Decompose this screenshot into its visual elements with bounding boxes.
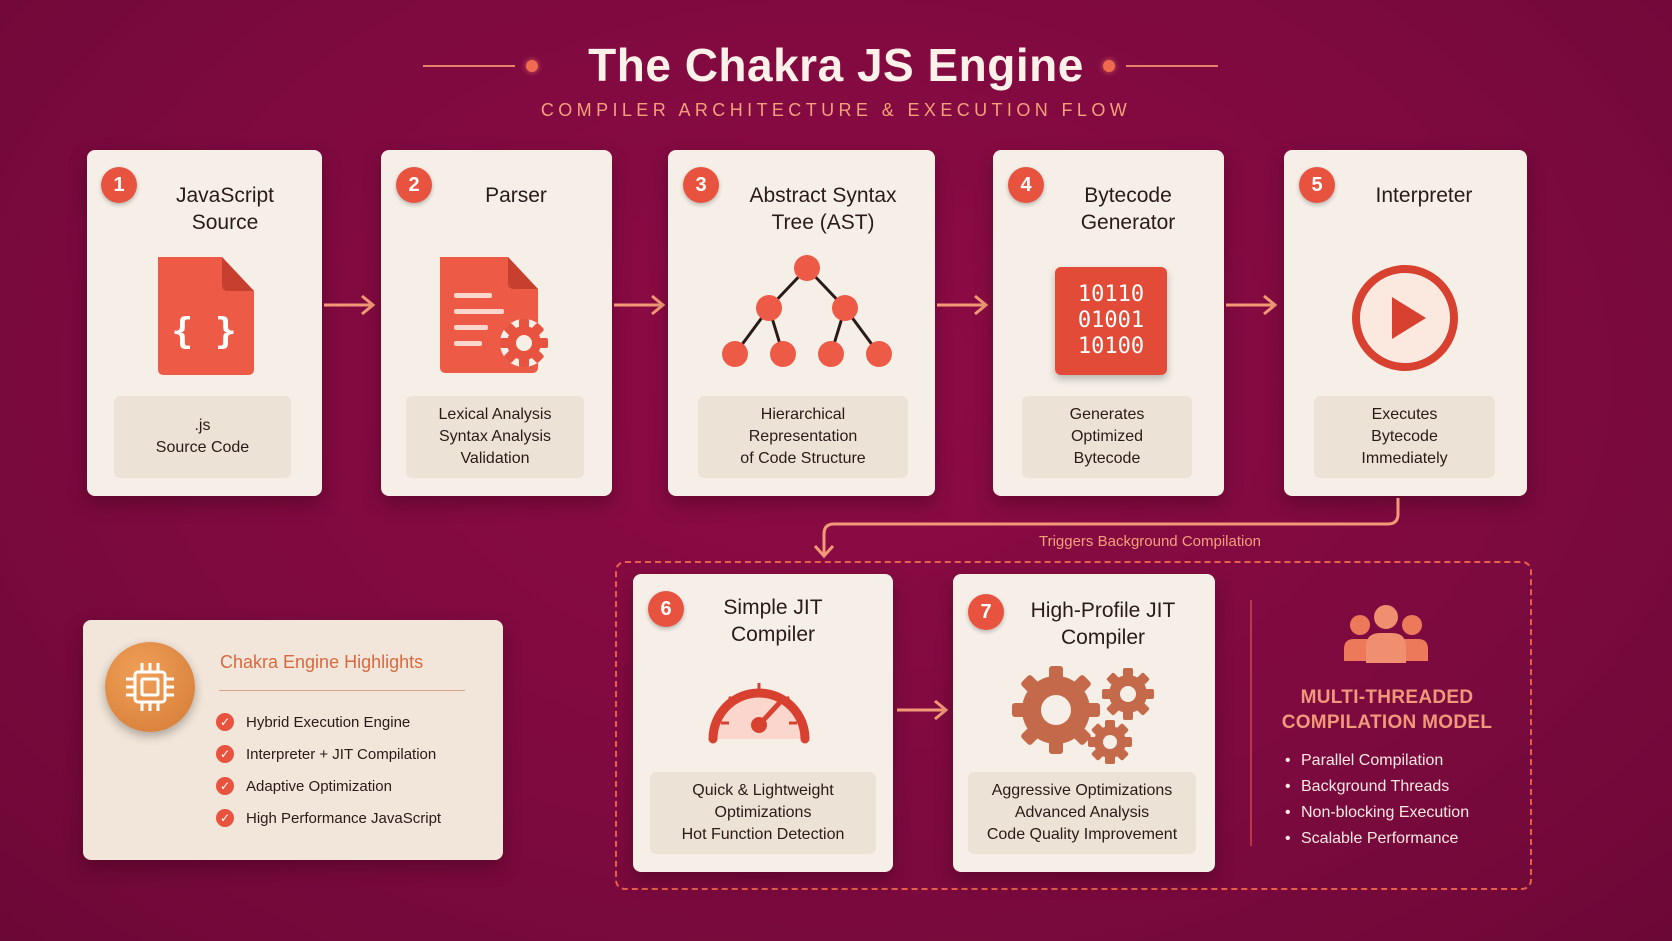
gears-icon — [1008, 662, 1158, 766]
binary-line: 10110 — [1077, 282, 1145, 307]
stage-title: Interpreter — [1375, 184, 1473, 207]
stage-title: Bytecode Generator — [1080, 184, 1176, 234]
page-subtitle: COMPILER ARCHITECTURE & EXECUTION FLOW — [540, 100, 1132, 120]
flow-arrow-4-5 — [1226, 294, 1278, 316]
title-deco-dot-right — [1103, 60, 1115, 72]
flow-arrow-1-2 — [324, 294, 376, 316]
stage-description: Hierarchical Representation of Code Stru… — [698, 396, 908, 478]
multithread-item: Background Threads — [1283, 774, 1513, 800]
highlights-panel: Chakra Engine Highlights ✓ Hybrid Execut… — [83, 620, 503, 860]
check-icon: ✓ — [216, 713, 234, 731]
trigger-connector-arrow — [813, 498, 1400, 559]
highlight-label: Adaptive Optimization — [246, 777, 392, 795]
page-title: The Chakra JS Engine — [588, 39, 1084, 91]
trigger-label: Triggers Background Compilation — [1038, 533, 1262, 550]
stage-card-bytecode-generator[interactable]: 4 Bytecode Generator 10110 01001 10100 G… — [993, 150, 1224, 496]
stage-card-simple-jit[interactable]: 6 Simple JIT Compiler Quick & Lightweigh… — [633, 574, 893, 872]
play-icon — [1349, 262, 1461, 374]
speedometer-icon — [701, 660, 817, 752]
stage-description: Executes Bytecode Immediately — [1314, 396, 1495, 478]
binary-line: 01001 — [1077, 308, 1145, 333]
highlight-item: ✓ Adaptive Optimization — [216, 770, 476, 802]
step-number-badge: 7 — [968, 594, 1004, 630]
highlights-title: Chakra Engine Highlights — [220, 652, 424, 672]
stage-title: Abstract Syntax Tree (AST) — [749, 184, 897, 234]
highlights-divider — [219, 690, 465, 691]
step-number-badge: 5 — [1299, 167, 1335, 203]
stage-title: Parser — [485, 184, 547, 207]
multithread-item: Scalable Performance — [1283, 826, 1513, 852]
svg-text:{ }: { } — [171, 311, 236, 352]
step-number-badge: 3 — [683, 167, 719, 203]
title-deco-line-right — [1126, 65, 1218, 67]
stage-card-javascript-source[interactable]: 1 JavaScript Source { } .js Source Code — [87, 150, 322, 496]
highlights-list: ✓ Hybrid Execution Engine ✓ Interpreter … — [216, 706, 476, 834]
js-file-icon: { } — [142, 250, 267, 380]
step-number-badge: 2 — [396, 167, 432, 203]
highlight-item: ✓ Interpreter + JIT Compilation — [216, 738, 476, 770]
stage-card-ast[interactable]: 3 Abstract Syntax Tree (AST) Hierar — [668, 150, 935, 496]
flow-arrow-6-7 — [897, 699, 949, 721]
step-number-badge: 4 — [1008, 167, 1044, 203]
people-icon — [1336, 598, 1436, 670]
stage-description: .js Source Code — [114, 396, 291, 478]
flow-arrow-2-3 — [614, 294, 666, 316]
stage-card-parser[interactable]: 2 Parser Lexical Analysis Syntax — [381, 150, 612, 496]
document-gear-icon — [431, 250, 561, 380]
stage-title: High-Profile JIT Compiler — [1030, 599, 1176, 649]
multithread-list: Parallel Compilation Background Threads … — [1283, 748, 1513, 852]
stage-description: Lexical Analysis Syntax Analysis Validat… — [406, 396, 584, 478]
stage-description: Aggressive Optimizations Advanced Analys… — [968, 772, 1196, 854]
multithread-title: MULTI-THREADED COMPILATION MODEL — [1281, 687, 1493, 733]
region-divider — [1250, 600, 1252, 846]
stage-card-high-profile-jit[interactable]: 7 High-Profile JIT Compiler — [953, 574, 1215, 872]
title-deco-dot-left — [526, 60, 538, 72]
stage-title: Simple JIT Compiler — [723, 596, 823, 646]
stage-card-interpreter[interactable]: 5 Interpreter Executes Bytecode Immediat… — [1284, 150, 1527, 496]
check-icon: ✓ — [216, 745, 234, 763]
highlight-item: ✓ Hybrid Execution Engine — [216, 706, 476, 738]
stage-description: Quick & Lightweight Optimizations Hot Fu… — [650, 772, 876, 854]
title-deco-line-left — [423, 65, 515, 67]
highlight-item: ✓ High Performance JavaScript — [216, 802, 476, 834]
stage-title: JavaScript Source — [175, 184, 275, 234]
binary-block-icon: 10110 01001 10100 — [1055, 267, 1167, 375]
step-number-badge: 6 — [648, 591, 684, 627]
binary-line: 10100 — [1077, 334, 1145, 359]
multithread-item: Parallel Compilation — [1283, 748, 1513, 774]
highlight-label: High Performance JavaScript — [246, 809, 442, 827]
chip-icon — [105, 642, 195, 732]
stage-description: Generates Optimized Bytecode — [1022, 396, 1192, 478]
step-number-badge: 1 — [101, 167, 137, 203]
highlight-label: Hybrid Execution Engine — [246, 713, 411, 731]
jit-compilation-region — [615, 561, 1532, 890]
flow-arrow-3-4 — [937, 294, 989, 316]
tree-icon — [718, 248, 893, 382]
multithread-item: Non-blocking Execution — [1283, 800, 1513, 826]
check-icon: ✓ — [216, 809, 234, 827]
check-icon: ✓ — [216, 777, 234, 795]
highlight-label: Interpreter + JIT Compilation — [246, 745, 437, 763]
